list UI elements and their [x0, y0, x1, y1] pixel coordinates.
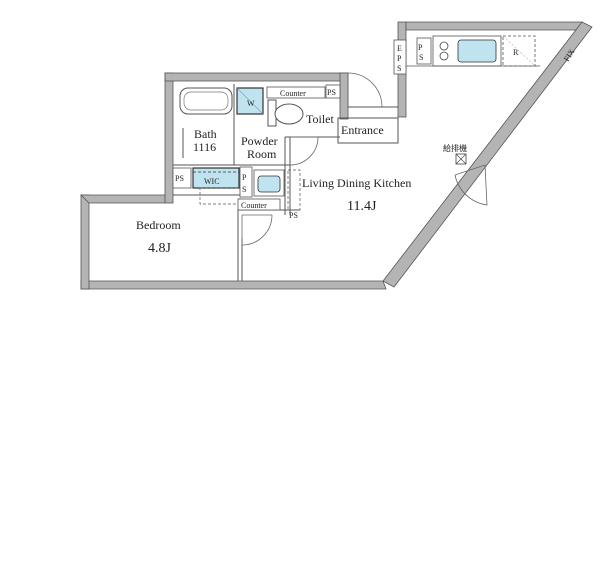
- bedroom-label: Bedroom: [136, 218, 181, 232]
- wic-label: WIC: [204, 177, 220, 186]
- washbasin: [253, 169, 285, 197]
- svg-text:E: E: [397, 44, 402, 53]
- powder-label-2: Room: [247, 147, 277, 161]
- ps-ldk-label: PS: [289, 211, 298, 220]
- wic-dashed-area: [199, 187, 241, 205]
- eps-box: E P S: [393, 39, 407, 75]
- bedroom-door: [241, 214, 273, 246]
- ventilator-icon: [455, 153, 467, 165]
- bath-label: Bath: [194, 127, 217, 141]
- balcony-door: [454, 164, 488, 206]
- ventilator-label: 給排機: [443, 143, 467, 153]
- svg-text:S: S: [419, 53, 423, 62]
- entrance-label: Entrance: [341, 123, 384, 137]
- counter-top-label: Counter: [280, 89, 306, 98]
- washer-space: W: [236, 87, 264, 115]
- ps-left: PS: [172, 167, 192, 189]
- svg-text:PS: PS: [175, 174, 184, 183]
- svg-text:S: S: [242, 185, 246, 194]
- bedroom-size: 4.8J: [148, 241, 172, 256]
- counter-top: Counter PS: [266, 84, 341, 99]
- svg-text:P: P: [242, 173, 247, 182]
- kitchen-counter: [432, 35, 502, 67]
- ps-top-label: PS: [327, 88, 336, 97]
- washer-label: W: [247, 99, 255, 108]
- dashed-storage: [287, 169, 301, 211]
- svg-text:P: P: [397, 54, 402, 63]
- bath-size: 1116: [193, 140, 216, 154]
- toilet: [267, 99, 304, 127]
- bathtub: [179, 87, 233, 158]
- svg-text:S: S: [397, 64, 401, 73]
- counter-bottom: Counter: [237, 198, 281, 211]
- powder-label-1: Powder: [241, 134, 278, 148]
- ps-kitchen: P S: [416, 37, 432, 65]
- toilet-label: Toilet: [306, 112, 334, 126]
- counter-bottom-label: Counter: [241, 201, 267, 210]
- ps-powder: P S: [239, 166, 253, 198]
- svg-text:P: P: [418, 43, 423, 52]
- wic-shelf: WIC: [192, 167, 240, 189]
- entrance-door: [347, 72, 383, 108]
- fridge-space: R: [502, 35, 536, 67]
- fridge-label: R: [513, 48, 519, 57]
- toilet-door: [289, 136, 319, 166]
- ldk-label: Living Dining Kitchen: [302, 176, 411, 190]
- ldk-size: 11.4J: [347, 199, 377, 214]
